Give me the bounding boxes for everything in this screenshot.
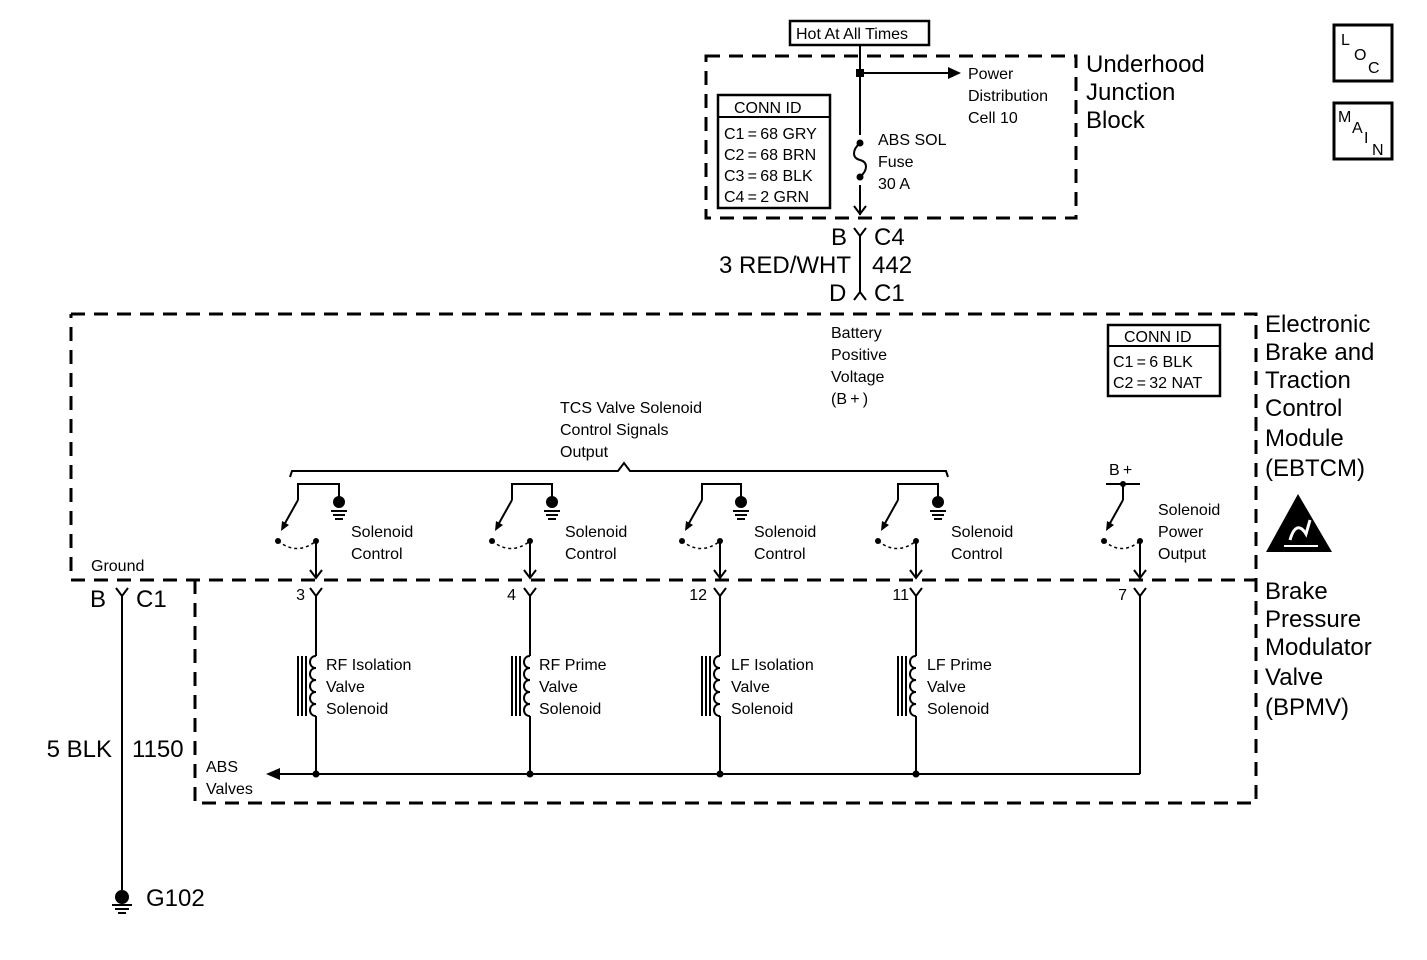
- tcs-signals-label: TCS Valve Solenoid Control Signals Outpu…: [560, 400, 706, 461]
- ebtcm-title: Electronic Brake and Traction Control Mo…: [1265, 311, 1381, 482]
- c1-label: C1: [874, 280, 905, 307]
- connector-icon: [1133, 587, 1147, 598]
- pin-label: 11: [892, 587, 909, 604]
- hot-at-all-times-label: Hot At All Times: [796, 26, 908, 43]
- ebtcm-outline: [69, 312, 1258, 582]
- svg-text:I: I: [1364, 130, 1368, 147]
- arrow-right-icon: [948, 67, 961, 79]
- pin-d-label: D: [829, 280, 846, 307]
- ebtcm-conn-id-rows: C1 = 6 BLK C2 = 32 NAT: [1113, 354, 1202, 392]
- ground-icon: [112, 890, 132, 914]
- pin-label: 3: [296, 587, 305, 604]
- c4-label: C4: [874, 224, 905, 251]
- svg-text:L: L: [1341, 32, 1350, 49]
- arrow-left-icon: [266, 768, 280, 780]
- ebtcm-conn-id-title: CONN ID: [1124, 329, 1192, 346]
- connector-icon: [523, 587, 537, 598]
- ground-wire-color: 5 BLK: [47, 736, 112, 763]
- arrow-down-icon: [853, 205, 867, 216]
- connector-icon: [309, 587, 323, 598]
- fuse-label: ABS SOL Fuse 30 A: [878, 132, 950, 193]
- ujb-conn-id-title: CONN ID: [734, 100, 802, 117]
- loc-button[interactable]: L O C: [1332, 23, 1394, 83]
- power-distribution-label: Power Distribution Cell 10: [968, 66, 1052, 127]
- circuit-1150-label: 1150: [132, 736, 184, 763]
- svg-text:O: O: [1354, 47, 1366, 64]
- svg-text:N: N: [1372, 142, 1384, 159]
- svg-text:C: C: [1368, 60, 1380, 77]
- tcs-brace: [289, 461, 949, 478]
- ground-label: Ground: [91, 558, 144, 575]
- svg-text:B +: B +: [1109, 462, 1132, 479]
- ground-connector-icon: [115, 587, 129, 598]
- bpmv-title: Brake Pressure Modulator Valve (BPMV): [1265, 578, 1378, 721]
- pin-label: 4: [507, 587, 516, 604]
- esd-warning-icon: [1266, 494, 1332, 552]
- connector-female-icon: [853, 227, 867, 238]
- connector-male-icon: [853, 290, 867, 301]
- ujb-title: Underhood Junction Block: [1086, 51, 1211, 134]
- underhood-junction-block-outline: [704, 54, 1078, 220]
- ground-pin-label: B: [90, 586, 106, 613]
- fuse-icon: [853, 142, 867, 178]
- battery-positive-voltage-label: Battery Positive Voltage (B + ): [831, 325, 891, 408]
- svg-text:A: A: [1352, 120, 1363, 137]
- wire-color-label: 3 RED/WHT: [719, 252, 851, 279]
- abs-valves-label: ABS Valves: [206, 759, 253, 798]
- pin-label: 7: [1118, 587, 1127, 604]
- connector-icon: [713, 587, 727, 598]
- ground-conn-label: C1: [136, 586, 167, 613]
- svg-text:M: M: [1338, 109, 1351, 126]
- g102-label: G102: [146, 885, 205, 912]
- ujb-conn-id-rows: C1 = 68 GRY C2 = 68 BRN C3 = 68 BLK C4 =…: [724, 126, 821, 206]
- main-button[interactable]: M A I N: [1332, 101, 1394, 161]
- ujb-conn-id-box: [716, 93, 832, 210]
- ebtcm-conn-id-box: [1106, 323, 1222, 398]
- pin-b-label: B: [831, 224, 847, 251]
- pin-label: 12: [689, 587, 707, 604]
- connector-icon: [909, 587, 923, 598]
- circuit-442-label: 442: [872, 252, 912, 279]
